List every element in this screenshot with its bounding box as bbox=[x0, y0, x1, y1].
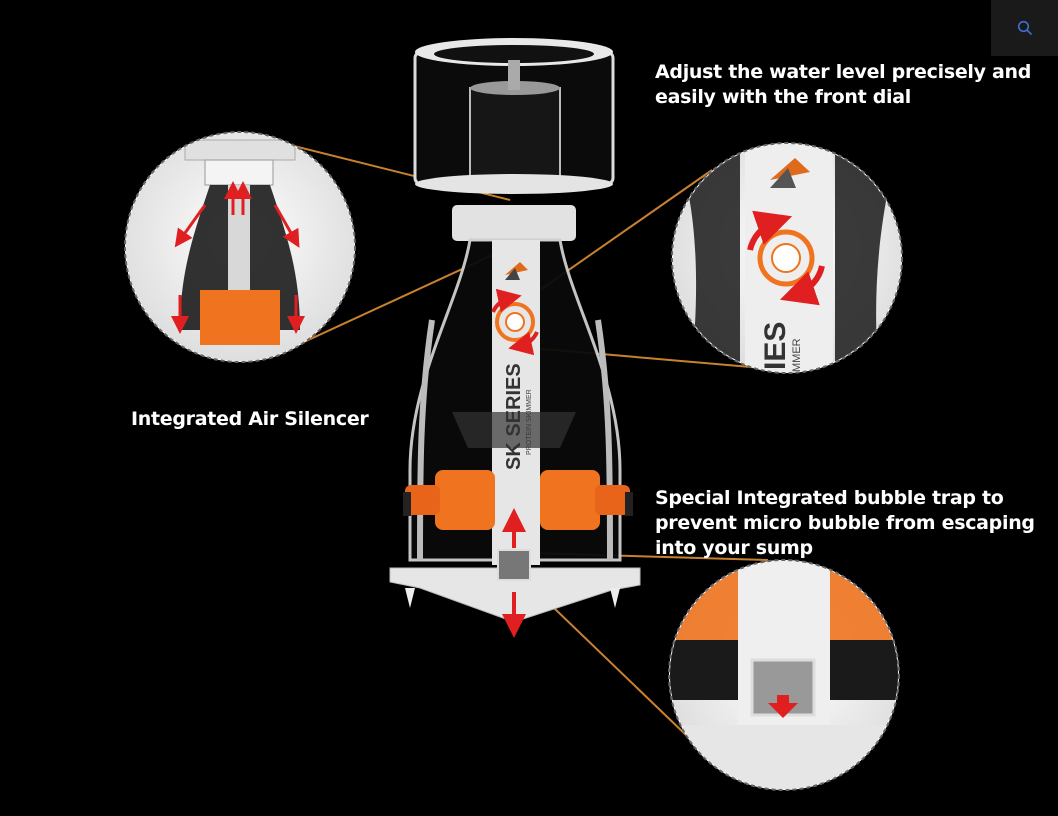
zoom-series-label: IES bbox=[759, 322, 792, 370]
zoom-bubble-trap bbox=[668, 559, 900, 791]
search-button[interactable] bbox=[991, 0, 1058, 56]
caption-bubble-trap: Special Integrated bubble trap to preven… bbox=[655, 487, 1035, 559]
search-icon bbox=[1017, 20, 1032, 36]
zoom-front-dial: IES MMER bbox=[671, 142, 903, 374]
caption-air-silencer: Integrated Air Silencer bbox=[131, 408, 369, 430]
skimmer-body: SK SERIES PROTEIN SKIMMER bbox=[389, 38, 641, 638]
zoom-sub-label: MMER bbox=[791, 338, 803, 372]
zoom-air-silencer bbox=[124, 131, 356, 363]
caption-water-level: Adjust the water level precisely and eas… bbox=[655, 61, 1032, 108]
